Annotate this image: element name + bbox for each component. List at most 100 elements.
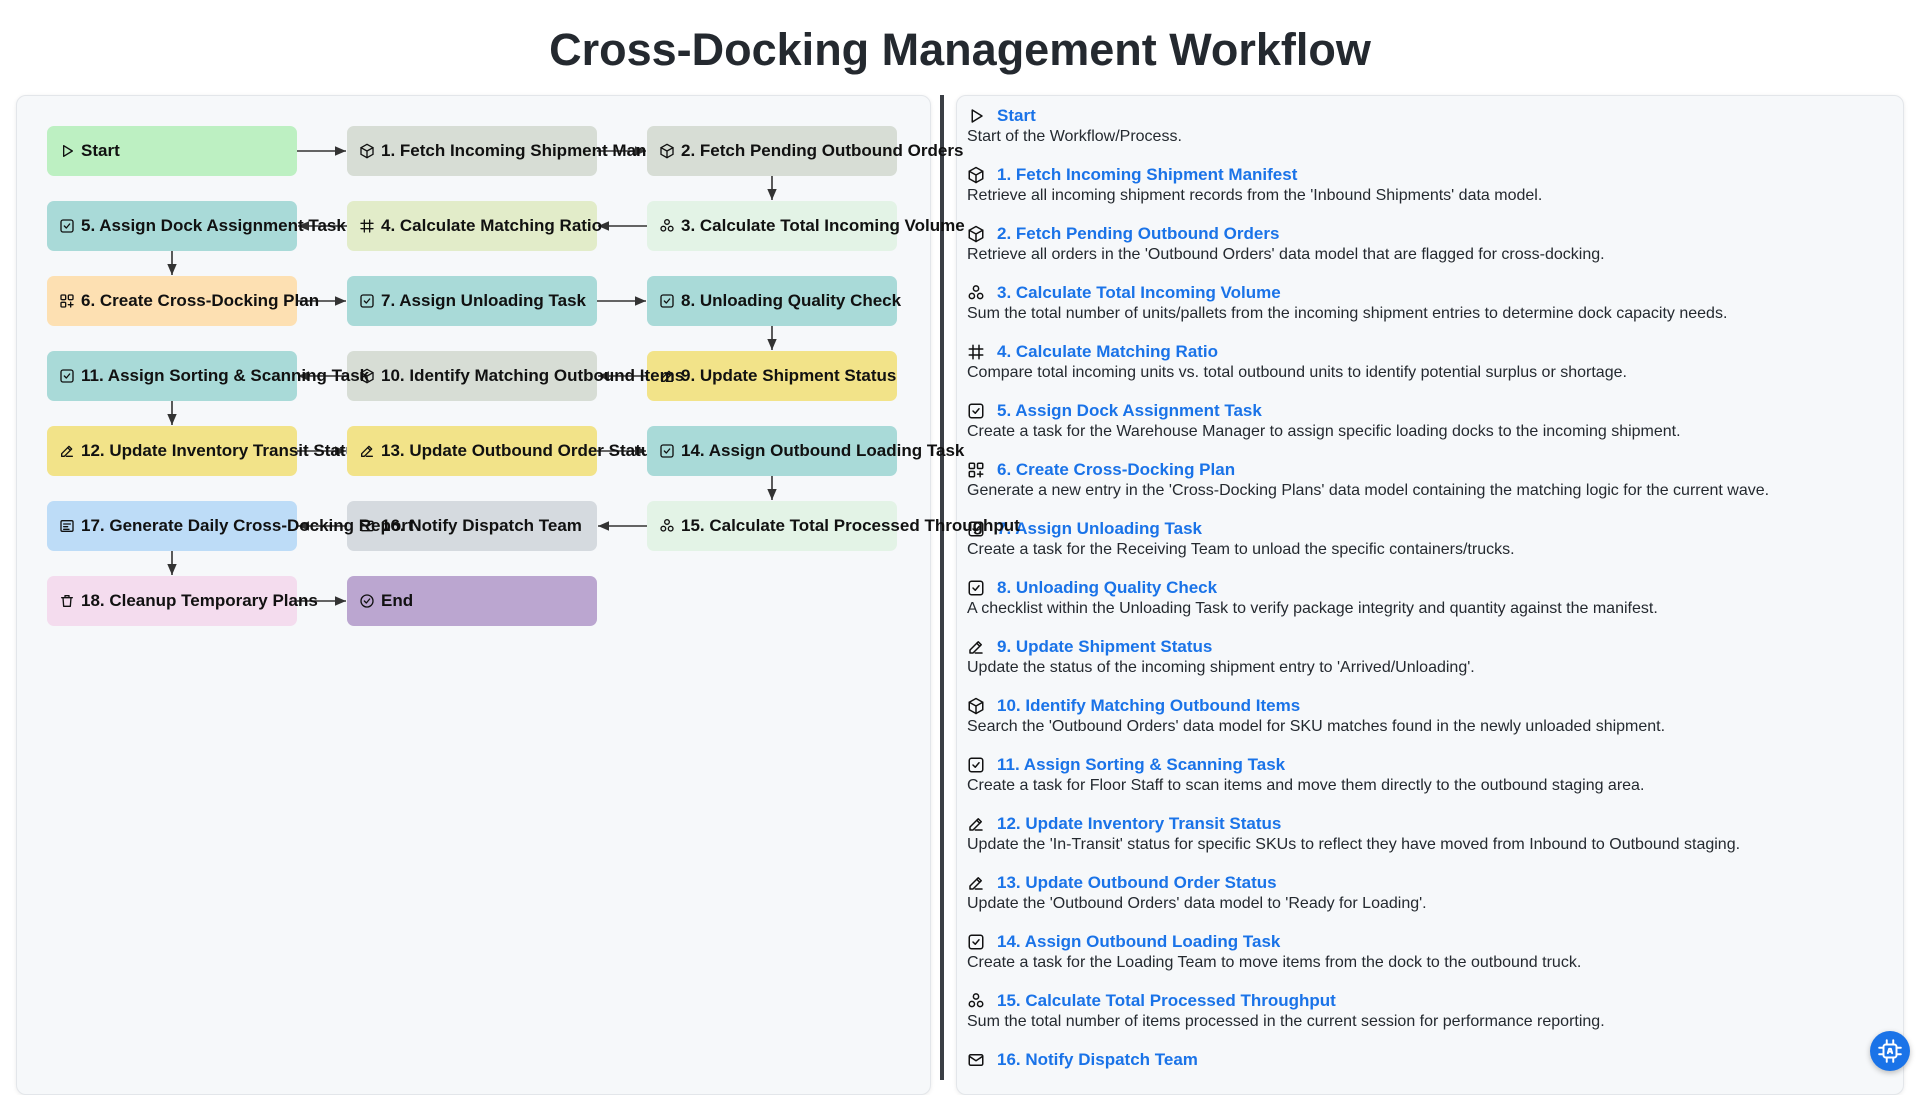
step-title-link[interactable]: 5. Assign Dock Assignment Task (997, 401, 1262, 420)
step-description: Create a task for the Receiving Team to … (967, 541, 1515, 558)
step-title-link[interactable]: 4. Calculate Matching Ratio (997, 342, 1219, 361)
step-header: 8. Unloading Quality Check (967, 577, 1903, 599)
flow-node-label: 8. Unloading Quality Check (681, 291, 902, 310)
flow-node[interactable]: 17. Generate Daily Cross-Docking Report (47, 501, 414, 551)
flow-node[interactable]: Start (47, 126, 297, 176)
flow-node-label: Start (81, 141, 120, 160)
aggregate-icon (659, 518, 675, 534)
step-title-link[interactable]: 12. Update Inventory Transit Status (997, 814, 1282, 833)
aggregate-icon (967, 284, 985, 302)
step-title-link[interactable]: 1. Fetch Incoming Shipment Manifest (997, 165, 1298, 184)
play-icon (59, 143, 75, 159)
flow-node[interactable]: 8. Unloading Quality Check (647, 276, 901, 326)
step-item: 15. Calculate Total Processed Throughput… (967, 990, 1903, 1032)
flow-node-label: 9. Update Shipment Status (681, 366, 897, 385)
step-item: 16. Notify Dispatch Team (967, 1049, 1903, 1071)
report-icon (59, 518, 75, 534)
flow-node[interactable]: 3. Calculate Total Incoming Volume (647, 201, 965, 251)
step-description: Retrieve all orders in the 'Outbound Ord… (967, 246, 1605, 263)
flow-node-label: 11. Assign Sorting & Scanning Task (81, 366, 370, 385)
aggregate-icon (659, 218, 675, 234)
flow-node[interactable]: 6. Create Cross-Docking Plan (47, 276, 319, 326)
box-icon (359, 368, 375, 384)
flow-node[interactable]: 10. Identify Matching Outbound Items (347, 351, 684, 401)
step-description: Start of the Workflow/Process. (967, 128, 1182, 145)
flow-node[interactable]: 5. Assign Dock Assignment Task (47, 201, 346, 251)
flow-node[interactable]: 15. Calculate Total Processed Throughput (647, 501, 1020, 551)
create-icon (59, 293, 75, 309)
flow-node-label: 5. Assign Dock Assignment Task (81, 216, 346, 235)
step-header: 15. Calculate Total Processed Throughput (967, 990, 1903, 1012)
check-circle-icon (359, 593, 375, 609)
edit-icon (967, 874, 985, 892)
flow-node[interactable]: 4. Calculate Matching Ratio (347, 201, 602, 251)
step-description: Compare total incoming units vs. total o… (967, 364, 1627, 381)
flow-node[interactable]: 1. Fetch Incoming Shipment Manifest (347, 126, 681, 176)
flow-node[interactable]: 11. Assign Sorting & Scanning Task (47, 351, 369, 401)
step-header: 1. Fetch Incoming Shipment Manifest (967, 164, 1903, 186)
step-header: Start (967, 105, 1903, 127)
step-title-link[interactable]: 6. Create Cross-Docking Plan (997, 460, 1236, 479)
task-icon (59, 218, 75, 234)
box-icon (359, 143, 375, 159)
flow-node[interactable]: End (347, 576, 597, 626)
flow-node[interactable]: 2. Fetch Pending Outbound Orders (647, 126, 963, 176)
step-title-link[interactable]: 9. Update Shipment Status (997, 637, 1213, 656)
flow-node[interactable]: 7. Assign Unloading Task (347, 276, 597, 326)
flow-node[interactable]: 16. Notify Dispatch Team (347, 501, 597, 551)
step-description: Update the 'In-Transit' status for speci… (967, 836, 1741, 853)
edit-icon (59, 443, 75, 459)
flow-node[interactable]: 9. Update Shipment Status (647, 351, 897, 401)
step-title-link[interactable]: 11. Assign Sorting & Scanning Task (997, 755, 1286, 774)
flow-node-label: 18. Cleanup Temporary Plans (81, 591, 318, 610)
flow-node-label: 10. Identify Matching Outbound Items (381, 366, 685, 385)
flow-node[interactable]: 12. Update Inventory Transit Status (47, 426, 365, 476)
ai-assistant-button[interactable] (1870, 1031, 1910, 1071)
panel-divider[interactable] (940, 95, 944, 1080)
box-icon (659, 143, 675, 159)
task-icon (967, 520, 985, 538)
task-icon (659, 293, 675, 309)
flow-node-label: 15. Calculate Total Processed Throughput (681, 516, 1020, 535)
step-title-link[interactable]: 14. Assign Outbound Loading Task (997, 932, 1281, 951)
step-title-link[interactable]: Start (997, 106, 1036, 125)
task-icon (659, 443, 675, 459)
step-title-link[interactable]: 8. Unloading Quality Check (997, 578, 1218, 597)
flow-node-label: 17. Generate Daily Cross-Docking Report (81, 516, 414, 535)
step-description: Create a task for Floor Staff to scan it… (967, 777, 1645, 794)
box-icon (967, 225, 985, 243)
flow-node[interactable]: 13. Update Outbound Order Status (347, 426, 661, 476)
create-icon (967, 461, 985, 479)
step-title-link[interactable]: 2. Fetch Pending Outbound Orders (997, 224, 1280, 243)
step-title-link[interactable]: 16. Notify Dispatch Team (997, 1050, 1198, 1069)
step-description: Sum the total number of units/pallets fr… (967, 305, 1728, 322)
flow-node-label: 1. Fetch Incoming Shipment Manifest (381, 141, 682, 160)
step-description: Create a task for the Warehouse Manager … (967, 423, 1681, 440)
task-icon (967, 756, 985, 774)
step-title-link[interactable]: 13. Update Outbound Order Status (997, 873, 1277, 892)
flow-node[interactable]: 18. Cleanup Temporary Plans (47, 576, 318, 626)
step-header: 9. Update Shipment Status (967, 636, 1903, 658)
step-title-link[interactable]: 3. Calculate Total Incoming Volume (997, 283, 1281, 302)
page-title: Cross-Docking Management Workflow (549, 24, 1371, 75)
flow-node[interactable]: 14. Assign Outbound Loading Task (647, 426, 964, 476)
step-title-link[interactable]: 10. Identify Matching Outbound Items (997, 696, 1301, 715)
task-icon (967, 579, 985, 597)
step-header: 12. Update Inventory Transit Status (967, 813, 1903, 835)
step-title-link[interactable]: 7. Assign Unloading Task (997, 519, 1202, 538)
task-icon (967, 933, 985, 951)
step-header: 7. Assign Unloading Task (967, 518, 1903, 540)
step-title-link[interactable]: 15. Calculate Total Processed Throughput (997, 991, 1336, 1010)
step-description: Update the status of the incoming shipme… (967, 659, 1475, 676)
